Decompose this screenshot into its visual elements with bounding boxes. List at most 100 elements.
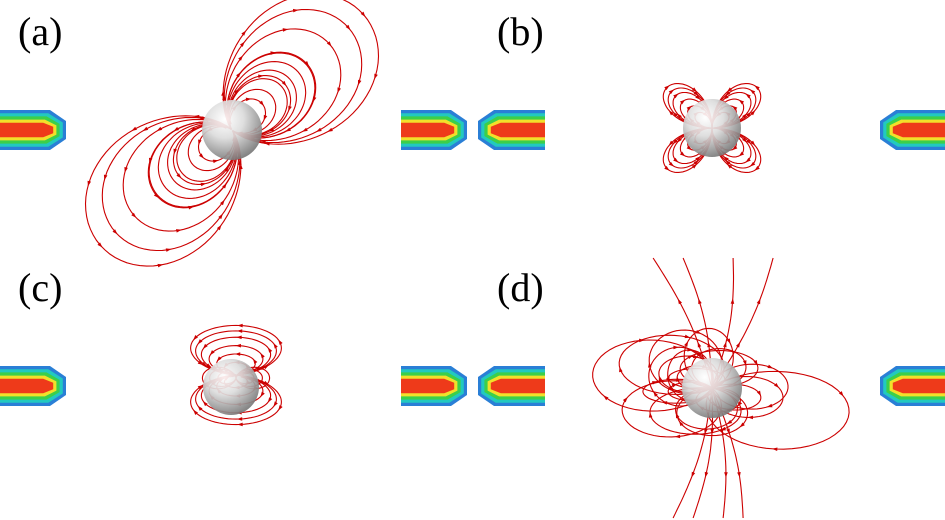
field-arrow bbox=[603, 395, 609, 401]
field-arrow bbox=[723, 94, 729, 100]
field-arrow bbox=[732, 145, 738, 151]
field-arrow bbox=[288, 105, 292, 112]
field-arrow bbox=[165, 248, 172, 252]
field-arrow bbox=[726, 163, 733, 169]
field-arrow bbox=[264, 142, 270, 146]
field-arrow bbox=[281, 80, 287, 87]
field-arrow bbox=[252, 358, 258, 364]
field-arrow bbox=[193, 114, 200, 119]
field-arrow bbox=[292, 8, 299, 13]
field-arrow bbox=[726, 428, 730, 435]
field-arrow bbox=[747, 415, 754, 420]
field-arrow bbox=[304, 61, 310, 67]
field-arrow bbox=[236, 335, 242, 340]
panel-label-c: (c) bbox=[18, 265, 63, 310]
field-arrow bbox=[771, 447, 778, 452]
panel-label-b: (b) bbox=[497, 9, 544, 54]
antenna-tip-layer bbox=[401, 122, 455, 138]
field-arrow bbox=[738, 151, 745, 157]
field-line bbox=[649, 387, 742, 435]
field-arrow bbox=[730, 298, 735, 304]
field-arrow bbox=[622, 397, 628, 403]
nanosphere-icon bbox=[683, 99, 741, 157]
field-arrow bbox=[198, 153, 205, 159]
field-arrow bbox=[691, 163, 698, 169]
field-arrow bbox=[360, 11, 366, 17]
field-arrow bbox=[103, 174, 108, 181]
field-arrow bbox=[679, 151, 686, 157]
nanosphere-icon bbox=[203, 359, 259, 415]
field-arrow bbox=[282, 28, 289, 32]
field-arrow bbox=[619, 366, 623, 373]
antenna-tip-layer bbox=[892, 378, 945, 394]
field-arrow bbox=[142, 126, 149, 132]
antenna-tip-icon-c-left bbox=[0, 366, 66, 406]
field-arrow bbox=[197, 405, 203, 411]
field-arrow bbox=[278, 405, 283, 411]
field-arrow bbox=[838, 391, 844, 397]
panel-label-d: (d) bbox=[497, 265, 544, 310]
field-arrow bbox=[302, 127, 308, 132]
field-arrow bbox=[221, 90, 225, 96]
antenna-tip-icon-b-right bbox=[880, 110, 945, 150]
field-arrow bbox=[671, 383, 678, 388]
field-arrow bbox=[259, 100, 264, 106]
field-arrow bbox=[693, 160, 699, 165]
field-arrow bbox=[173, 148, 178, 155]
field-arrow bbox=[157, 263, 164, 268]
field-arrow bbox=[673, 93, 679, 99]
field-arrow bbox=[156, 126, 163, 132]
field-arrow bbox=[695, 94, 701, 100]
field-arrow bbox=[193, 409, 199, 415]
field-line bbox=[618, 334, 725, 395]
field-arrow bbox=[245, 97, 252, 102]
field-arrow bbox=[197, 339, 203, 345]
field-arrow bbox=[260, 391, 265, 398]
field-arrow bbox=[316, 127, 322, 132]
field-arrow bbox=[260, 352, 265, 359]
nanosphere-icon bbox=[202, 100, 262, 160]
field-arrow bbox=[697, 341, 702, 348]
field-arrow bbox=[742, 113, 748, 119]
field-arrow bbox=[677, 298, 683, 305]
field-arrow bbox=[241, 30, 247, 36]
field-arrow bbox=[273, 401, 278, 407]
field-line bbox=[705, 370, 850, 450]
field-arrow bbox=[273, 343, 278, 349]
field-arrow bbox=[684, 341, 689, 347]
field-arrow bbox=[719, 428, 724, 435]
field-arrow bbox=[124, 166, 128, 173]
field-arrow bbox=[766, 403, 773, 408]
field-arrow bbox=[345, 24, 351, 31]
field-arrow bbox=[672, 139, 678, 145]
field-arrow bbox=[773, 382, 780, 389]
field-arrow bbox=[746, 111, 752, 117]
field-arrow bbox=[737, 401, 743, 407]
antenna-tips bbox=[0, 110, 945, 406]
field-line bbox=[592, 339, 714, 412]
field-arrow bbox=[756, 298, 761, 305]
field-arrow bbox=[672, 111, 678, 117]
field-arrow bbox=[220, 199, 225, 206]
field-arrow bbox=[686, 145, 692, 151]
antenna-tip-layer bbox=[892, 122, 945, 138]
field-line bbox=[226, 52, 316, 139]
field-arrow bbox=[197, 360, 204, 366]
field-arrow bbox=[263, 114, 268, 121]
antenna-tip-layer bbox=[0, 122, 54, 138]
nanospheres bbox=[202, 99, 742, 418]
field-arrow bbox=[661, 401, 668, 405]
field-arrow bbox=[175, 229, 182, 233]
antenna-tip-layer bbox=[490, 378, 545, 394]
field-arrow bbox=[268, 127, 275, 132]
antenna-tip-icon-a-right bbox=[401, 110, 467, 150]
field-arrow bbox=[97, 242, 103, 248]
field-arrow bbox=[238, 55, 243, 61]
field-arrow bbox=[197, 384, 204, 390]
field-arrow bbox=[239, 41, 245, 47]
field-arrow bbox=[648, 412, 653, 418]
antenna-tip-layer bbox=[401, 378, 455, 394]
field-arrow bbox=[742, 137, 748, 143]
field-arrow bbox=[327, 127, 333, 132]
field-arrow bbox=[233, 88, 239, 95]
